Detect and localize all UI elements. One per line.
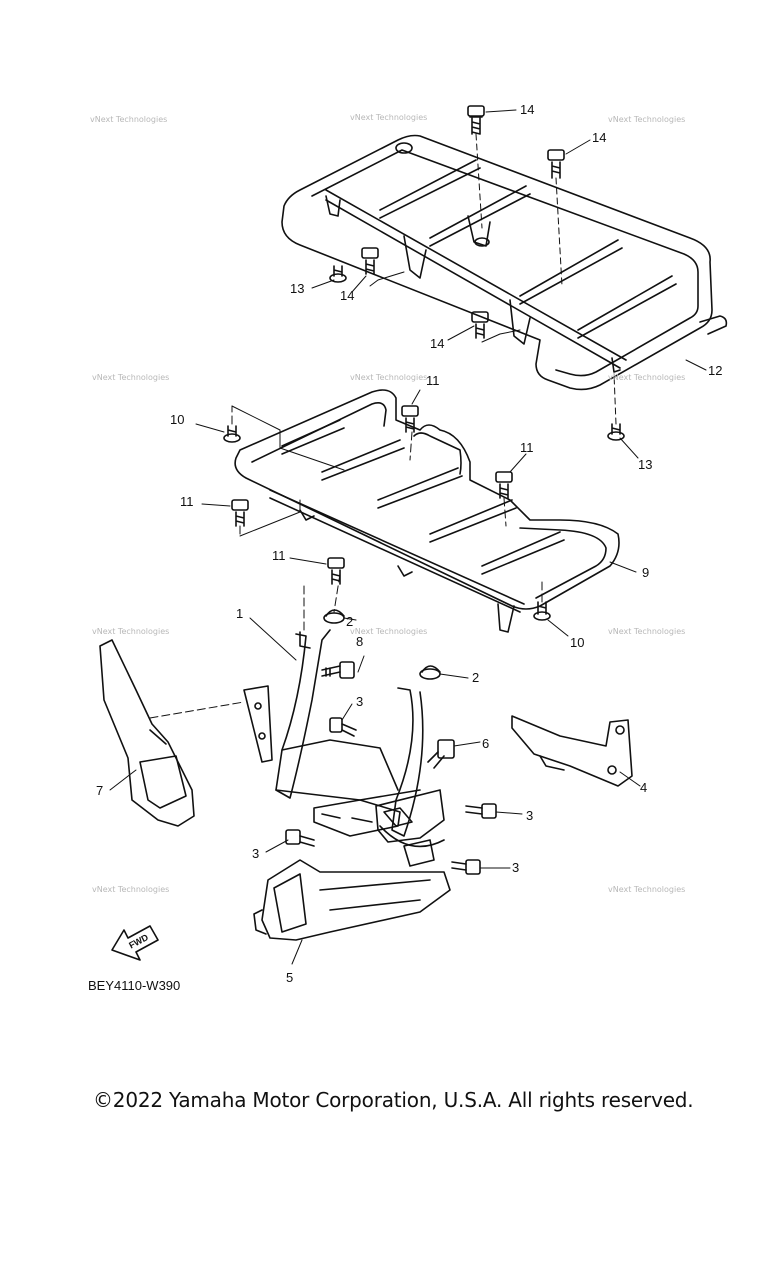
- nut-13-left: [329, 265, 347, 283]
- callout-3: 3: [526, 808, 533, 823]
- nut-10-left: [223, 425, 241, 443]
- watermark: vNext Technologies: [350, 627, 427, 636]
- bolt-11-top: [401, 405, 419, 433]
- bolt-3-right-lower: [451, 859, 481, 875]
- front-rack-lower: [234, 389, 620, 633]
- grommet-2-right: [419, 665, 441, 680]
- callout-13: 13: [290, 281, 304, 296]
- bolt-6: [427, 739, 455, 769]
- watermark: vNext Technologies: [350, 113, 427, 122]
- callout-11: 11: [180, 494, 194, 509]
- diagram-reference-code: BEY4110-W390: [88, 978, 180, 993]
- bolt-8: [321, 661, 355, 679]
- bolt-11-right: [495, 471, 513, 499]
- callout-4: 4: [640, 780, 647, 795]
- bolt-14-top: [467, 105, 485, 229]
- watermark: vNext Technologies: [92, 885, 169, 894]
- callout-14: 14: [430, 336, 444, 351]
- bolt-14-left: [361, 247, 379, 275]
- forward-direction-arrow: [111, 925, 159, 961]
- rear-rack-upper: [281, 134, 728, 391]
- callout-11: 11: [426, 373, 440, 388]
- callout-2: 2: [346, 614, 353, 629]
- callout-13: 13: [638, 457, 652, 472]
- callout-3: 3: [356, 694, 363, 709]
- assembly-lines: [149, 405, 543, 719]
- front-bracket-assembly: [243, 629, 445, 867]
- bolt-11-lower: [327, 557, 345, 585]
- callout-3: 3: [252, 846, 259, 861]
- callout-6: 6: [482, 736, 489, 751]
- skid-guard-5: [253, 859, 451, 941]
- bracket-4: [511, 715, 633, 787]
- watermark: vNext Technologies: [92, 627, 169, 636]
- callout-5: 5: [286, 970, 293, 985]
- bolt-3-left: [285, 829, 315, 847]
- callout-11: 11: [520, 440, 534, 455]
- callout-8: 8: [356, 634, 363, 649]
- callout-14: 14: [340, 288, 354, 303]
- callout-10: 10: [170, 412, 184, 427]
- nut-13-right: [607, 373, 625, 441]
- fwd-badge-text: FWD: [127, 932, 150, 951]
- leader-lines: [109, 109, 707, 965]
- callout-12: 12: [708, 363, 722, 378]
- watermark: vNext Technologies: [608, 627, 685, 636]
- watermark: vNext Technologies: [608, 885, 685, 894]
- callout-10: 10: [570, 635, 584, 650]
- callout-7: 7: [96, 783, 103, 798]
- callout-11: 11: [272, 548, 286, 563]
- side-cover-7: [99, 639, 195, 827]
- callout-14: 14: [520, 102, 534, 117]
- bolt-14-lower: [471, 311, 489, 339]
- bolt-11-left: [231, 499, 249, 527]
- callout-9: 9: [642, 565, 649, 580]
- watermark: vNext Technologies: [608, 115, 685, 124]
- callout-1: 1: [236, 606, 243, 621]
- callout-2: 2: [472, 670, 479, 685]
- watermark: vNext Technologies: [92, 373, 169, 382]
- copyright-notice: ©2022 Yamaha Motor Corporation, U.S.A. A…: [93, 1088, 694, 1112]
- bolt-14-right: [547, 149, 565, 287]
- watermark: vNext Technologies: [608, 373, 685, 382]
- bolt-3-right-upper: [465, 803, 497, 819]
- callout-3: 3: [512, 860, 519, 875]
- nut-10-right: [533, 601, 551, 621]
- callout-labels: 14 14 13 14 14 12 13 10 11 11 11 11 9 10…: [96, 102, 722, 985]
- watermarks: vNext Technologies vNext Technologies vN…: [90, 113, 685, 894]
- watermark: vNext Technologies: [90, 115, 167, 124]
- callout-14: 14: [592, 130, 606, 145]
- assembly-brackets: [231, 271, 521, 537]
- watermark: vNext Technologies: [350, 373, 427, 382]
- bolt-3-upper: [329, 717, 357, 737]
